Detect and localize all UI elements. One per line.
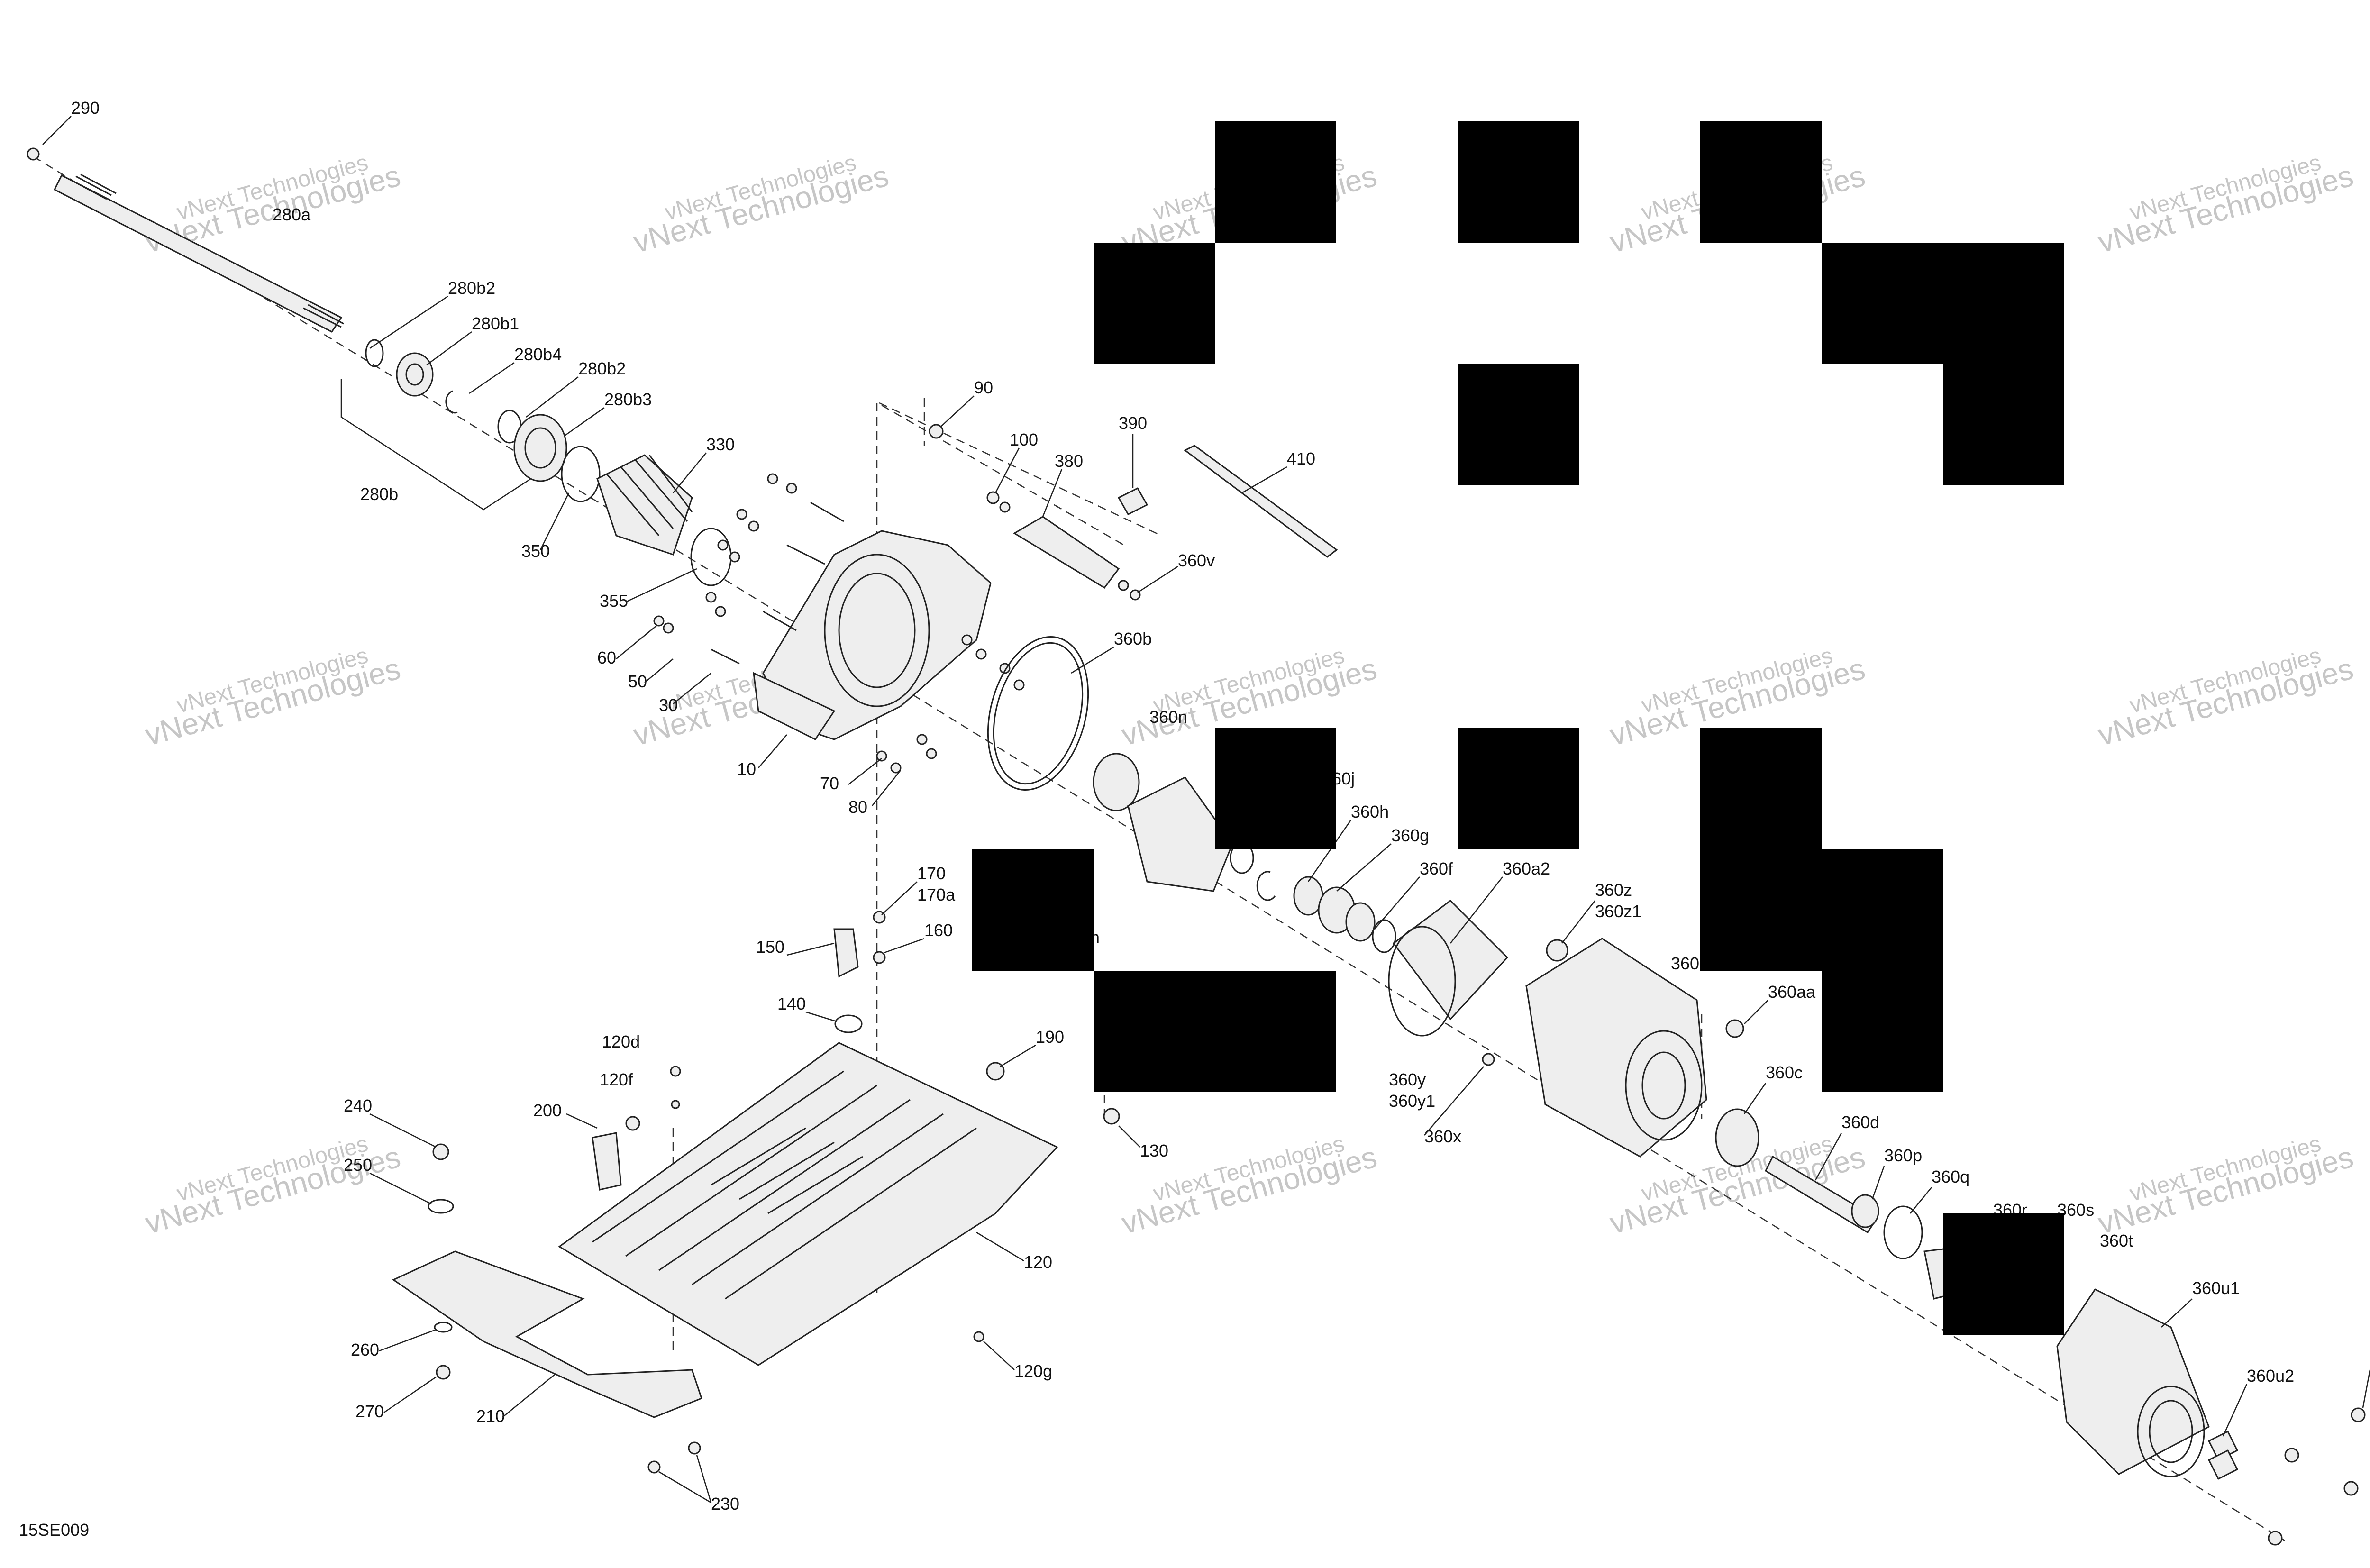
callout-360z: 360z	[1595, 880, 1632, 900]
diagram-code: 15SE009	[19, 1520, 89, 1540]
callout-120f: 120f	[600, 1070, 633, 1089]
callout-380: 380	[1055, 451, 1083, 471]
shaft-seal-parts-280b	[365, 339, 601, 502]
stator-housing	[1482, 938, 1744, 1158]
nozzle-360u1	[2056, 1288, 2366, 1546]
callout-360u2: 360u2	[2247, 1366, 2294, 1386]
callout-150: 150	[756, 937, 784, 957]
ride-plate-210	[392, 1143, 702, 1474]
callout-10: 10	[737, 759, 756, 779]
callout-260: 260	[351, 1340, 379, 1359]
callout-360p: 360p	[1884, 1146, 1922, 1165]
callout-210: 210	[476, 1406, 505, 1426]
callout-280b3: 280b3	[604, 390, 652, 409]
callout-350: 350	[521, 541, 550, 561]
housing-fasteners	[653, 473, 1025, 774]
callout-250: 250	[344, 1155, 372, 1175]
callout-160: 160	[924, 921, 953, 940]
callout-410: 410	[1287, 449, 1315, 468]
callout-130: 130	[1140, 1141, 1168, 1160]
callout-280b4: 280b4	[514, 345, 562, 364]
callout-360y1: 360y1	[1389, 1091, 1435, 1111]
callout-140: 140	[777, 994, 806, 1013]
callout-360f: 360f	[1420, 859, 1453, 878]
callout-360n: 360n	[1149, 707, 1187, 727]
callout-120g: 120g	[1014, 1361, 1052, 1381]
intake-plate-120	[558, 1042, 1058, 1366]
callout-170: 170	[917, 864, 946, 883]
wear-ring-area	[987, 636, 1396, 953]
callout-360z1: 360z1	[1595, 902, 1641, 921]
intake-small-parts	[592, 911, 1120, 1342]
callout-360u1: 360u1	[2192, 1278, 2240, 1298]
callout-360a2: 360a2	[1503, 859, 1550, 878]
callout-70: 70	[820, 774, 839, 793]
callout-190: 190	[1036, 1027, 1064, 1047]
callout-30: 30	[659, 695, 678, 715]
callout-360d: 360d	[1841, 1112, 1879, 1132]
drive-shaft-280a	[27, 147, 344, 333]
callout-280b2: 280b2	[448, 278, 495, 298]
redaction-blocks	[972, 121, 2064, 1335]
callout-360q: 360q	[1932, 1167, 1969, 1186]
callout-230: 230	[711, 1494, 739, 1513]
callout-200: 200	[533, 1101, 562, 1120]
callout-360y: 360y	[1389, 1070, 1426, 1089]
callout-360b: 360b	[1114, 629, 1152, 648]
callout-280b2-second: 280b2	[578, 359, 626, 378]
callout-120: 120	[1024, 1252, 1052, 1272]
callout-360h: 360h	[1351, 802, 1389, 821]
callout-280b1: 280b1	[472, 314, 519, 333]
callout-330: 330	[706, 435, 735, 454]
callout-390: 390	[1119, 413, 1147, 433]
callout-60: 60	[597, 648, 616, 667]
callout-360t: 360t	[2100, 1231, 2133, 1250]
bearing-and-shaft	[1715, 1108, 1973, 1300]
callout-240: 240	[344, 1096, 372, 1115]
callout-50: 50	[628, 672, 647, 691]
callout-290: 290	[71, 98, 100, 118]
callout-170a: 170a	[917, 885, 956, 904]
callout-355: 355	[600, 591, 628, 611]
top-accessories	[929, 424, 1338, 601]
callout-120d: 120d	[602, 1032, 640, 1051]
callout-280b: 280b	[360, 484, 398, 504]
bracket-280b	[340, 379, 531, 511]
callout-270: 270	[356, 1402, 384, 1421]
pump-housing-10	[753, 530, 992, 740]
callout-90: 90	[974, 378, 993, 397]
callout-280a: 280a	[273, 205, 311, 224]
callout-360x: 360x	[1424, 1127, 1461, 1146]
callout-360c: 360c	[1766, 1063, 1803, 1082]
callout-100: 100	[1010, 430, 1038, 449]
callout-360v: 360v	[1178, 551, 1215, 570]
callout-labels: 290 280a 280b2 280b1 280b4 280b2 280b3 2…	[19, 98, 2294, 1540]
callout-360aa: 360aa	[1768, 982, 1816, 1002]
leader-lines	[42, 116, 2370, 1504]
callout-360g: 360g	[1391, 826, 1429, 845]
callout-80: 80	[848, 797, 867, 817]
boot-330	[596, 454, 732, 586]
wear-ring-360a2	[1388, 900, 1509, 1037]
